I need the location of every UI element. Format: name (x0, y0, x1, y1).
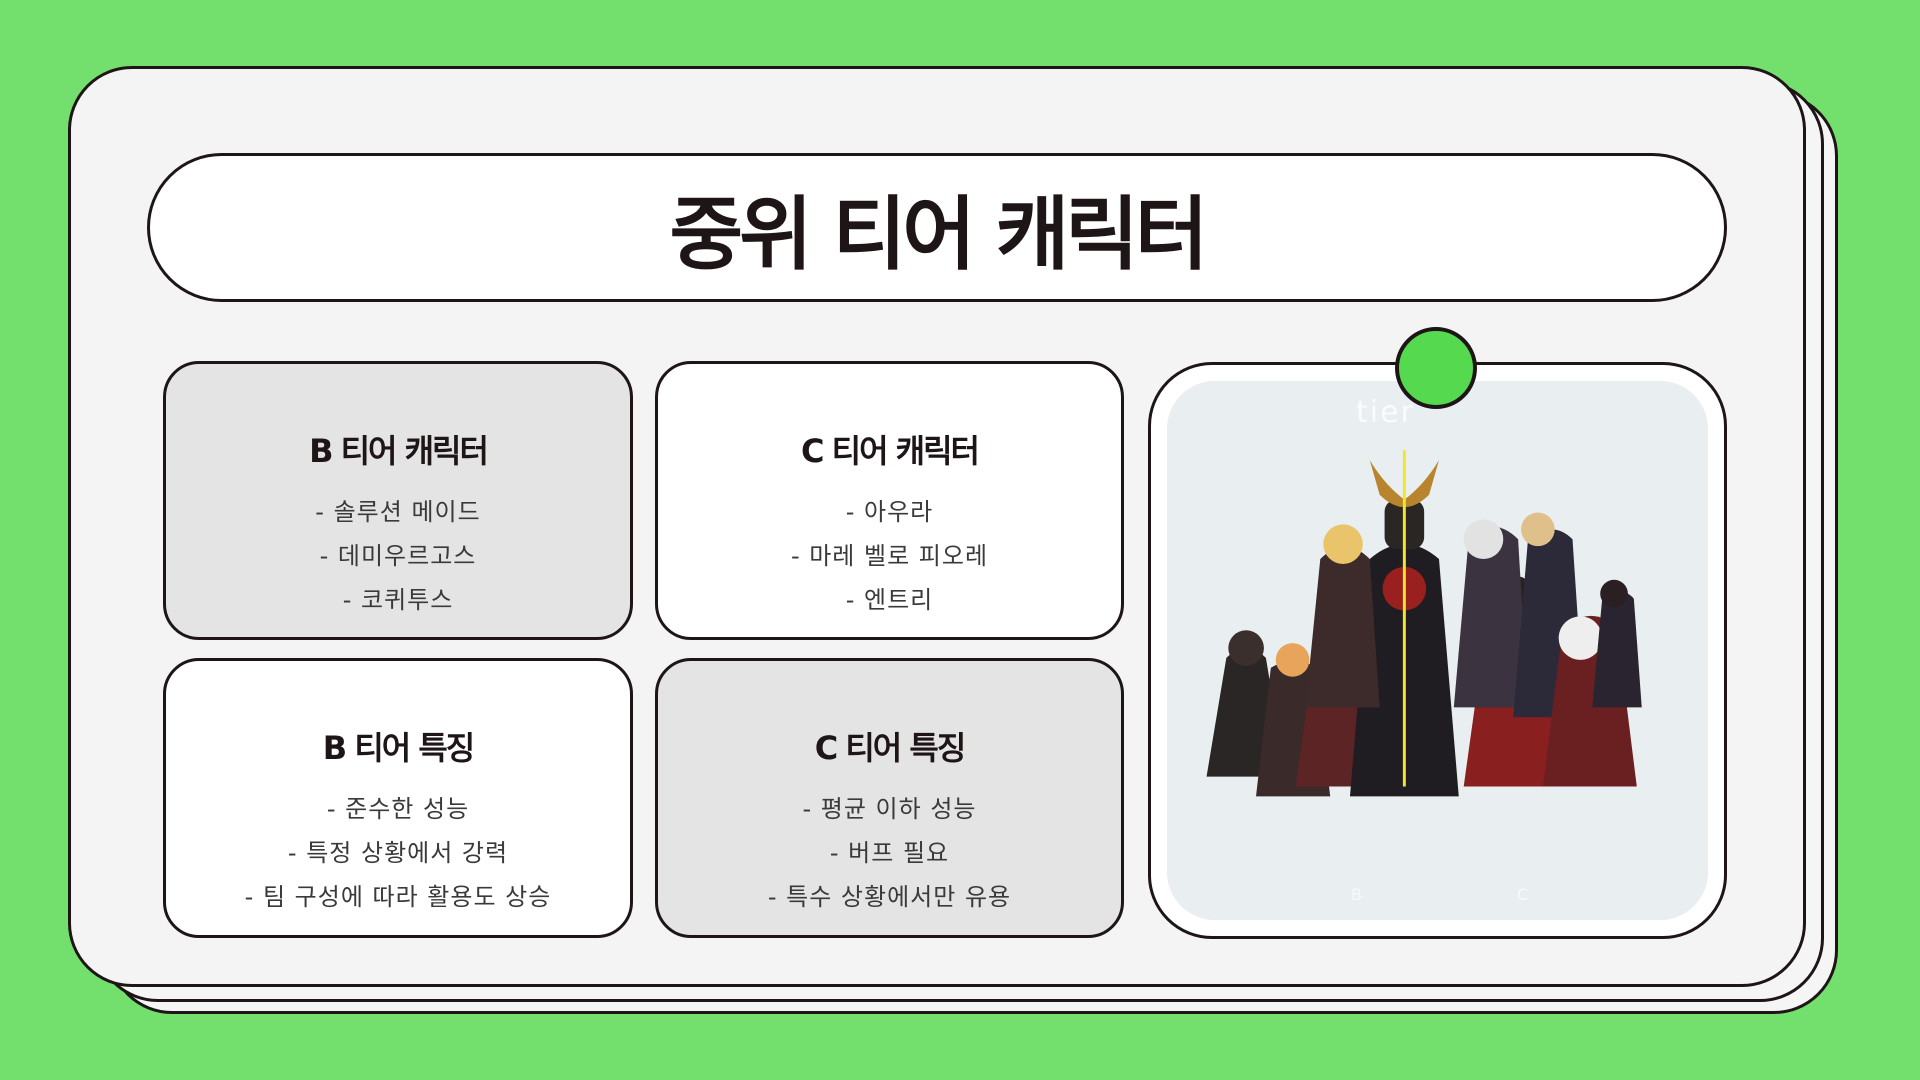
card-list: - 아우라 - 마레 벨로 피오레 - 엔트리 (658, 490, 1121, 622)
list-item: - 마레 벨로 피오레 (790, 542, 989, 570)
title-banner: 중위 티어 캐릭터 (147, 153, 1727, 302)
card-heading: C 티어 특징 (814, 729, 967, 767)
card-list: - 준수한 성능 - 특정 상황에서 강력 - 팀 구성에 따라 활용도 상승 (166, 787, 630, 919)
list-item: - 특정 상황에서 강력 (287, 839, 509, 867)
list-item: - 데미우르고스 (319, 542, 477, 570)
b-tier-characters-card: B 티어 캐릭터 - 솔루션 메이드 - 데미우르고스 - 코퀴투스 (163, 361, 633, 640)
card-heading: B 티어 특징 (322, 729, 475, 767)
watermark-text: tier (1356, 395, 1415, 430)
card-list: - 평균 이하 성능 - 버프 필요 - 특수 상황에서만 유용 (658, 787, 1121, 919)
c-tier-characters-card: C 티어 캐릭터 - 아우라 - 마레 벨로 피오레 - 엔트리 (655, 361, 1124, 640)
list-item: - 엔트리 (845, 586, 934, 614)
card-heading: B 티어 캐릭터 (309, 432, 489, 470)
list-item: - 팀 구성에 따라 활용도 상승 (244, 883, 552, 911)
card-list: - 솔루션 메이드 - 데미우르고스 - 코퀴투스 (166, 490, 630, 622)
c-tier-traits-card: C 티어 특징 - 평균 이하 성능 - 버프 필요 - 특수 상황에서만 유용 (655, 658, 1124, 938)
card-heading: C 티어 캐릭터 (801, 432, 980, 470)
pin-dot (1395, 327, 1477, 409)
list-item: - 아우라 (845, 498, 934, 526)
list-item: - 솔루션 메이드 (315, 498, 481, 526)
list-item: - 버프 필요 (829, 839, 950, 867)
list-item: - 준수한 성능 (326, 795, 470, 823)
slide-title: 중위 티어 캐릭터 (669, 187, 1209, 281)
list-item: - 평균 이하 성능 (802, 795, 977, 823)
list-item: - 특수 상황에서만 유용 (767, 883, 1012, 911)
b-tier-traits-card: B 티어 특징 - 준수한 성능 - 특정 상황에서 강력 - 팀 구성에 따라… (163, 658, 633, 938)
character-image-frame: tier B C (1148, 362, 1727, 939)
watermark-label-b: B (1351, 885, 1362, 904)
list-item: - 코퀴투스 (342, 586, 454, 614)
character-group-illustration (1167, 381, 1708, 920)
watermark-label-c: C (1517, 885, 1529, 904)
